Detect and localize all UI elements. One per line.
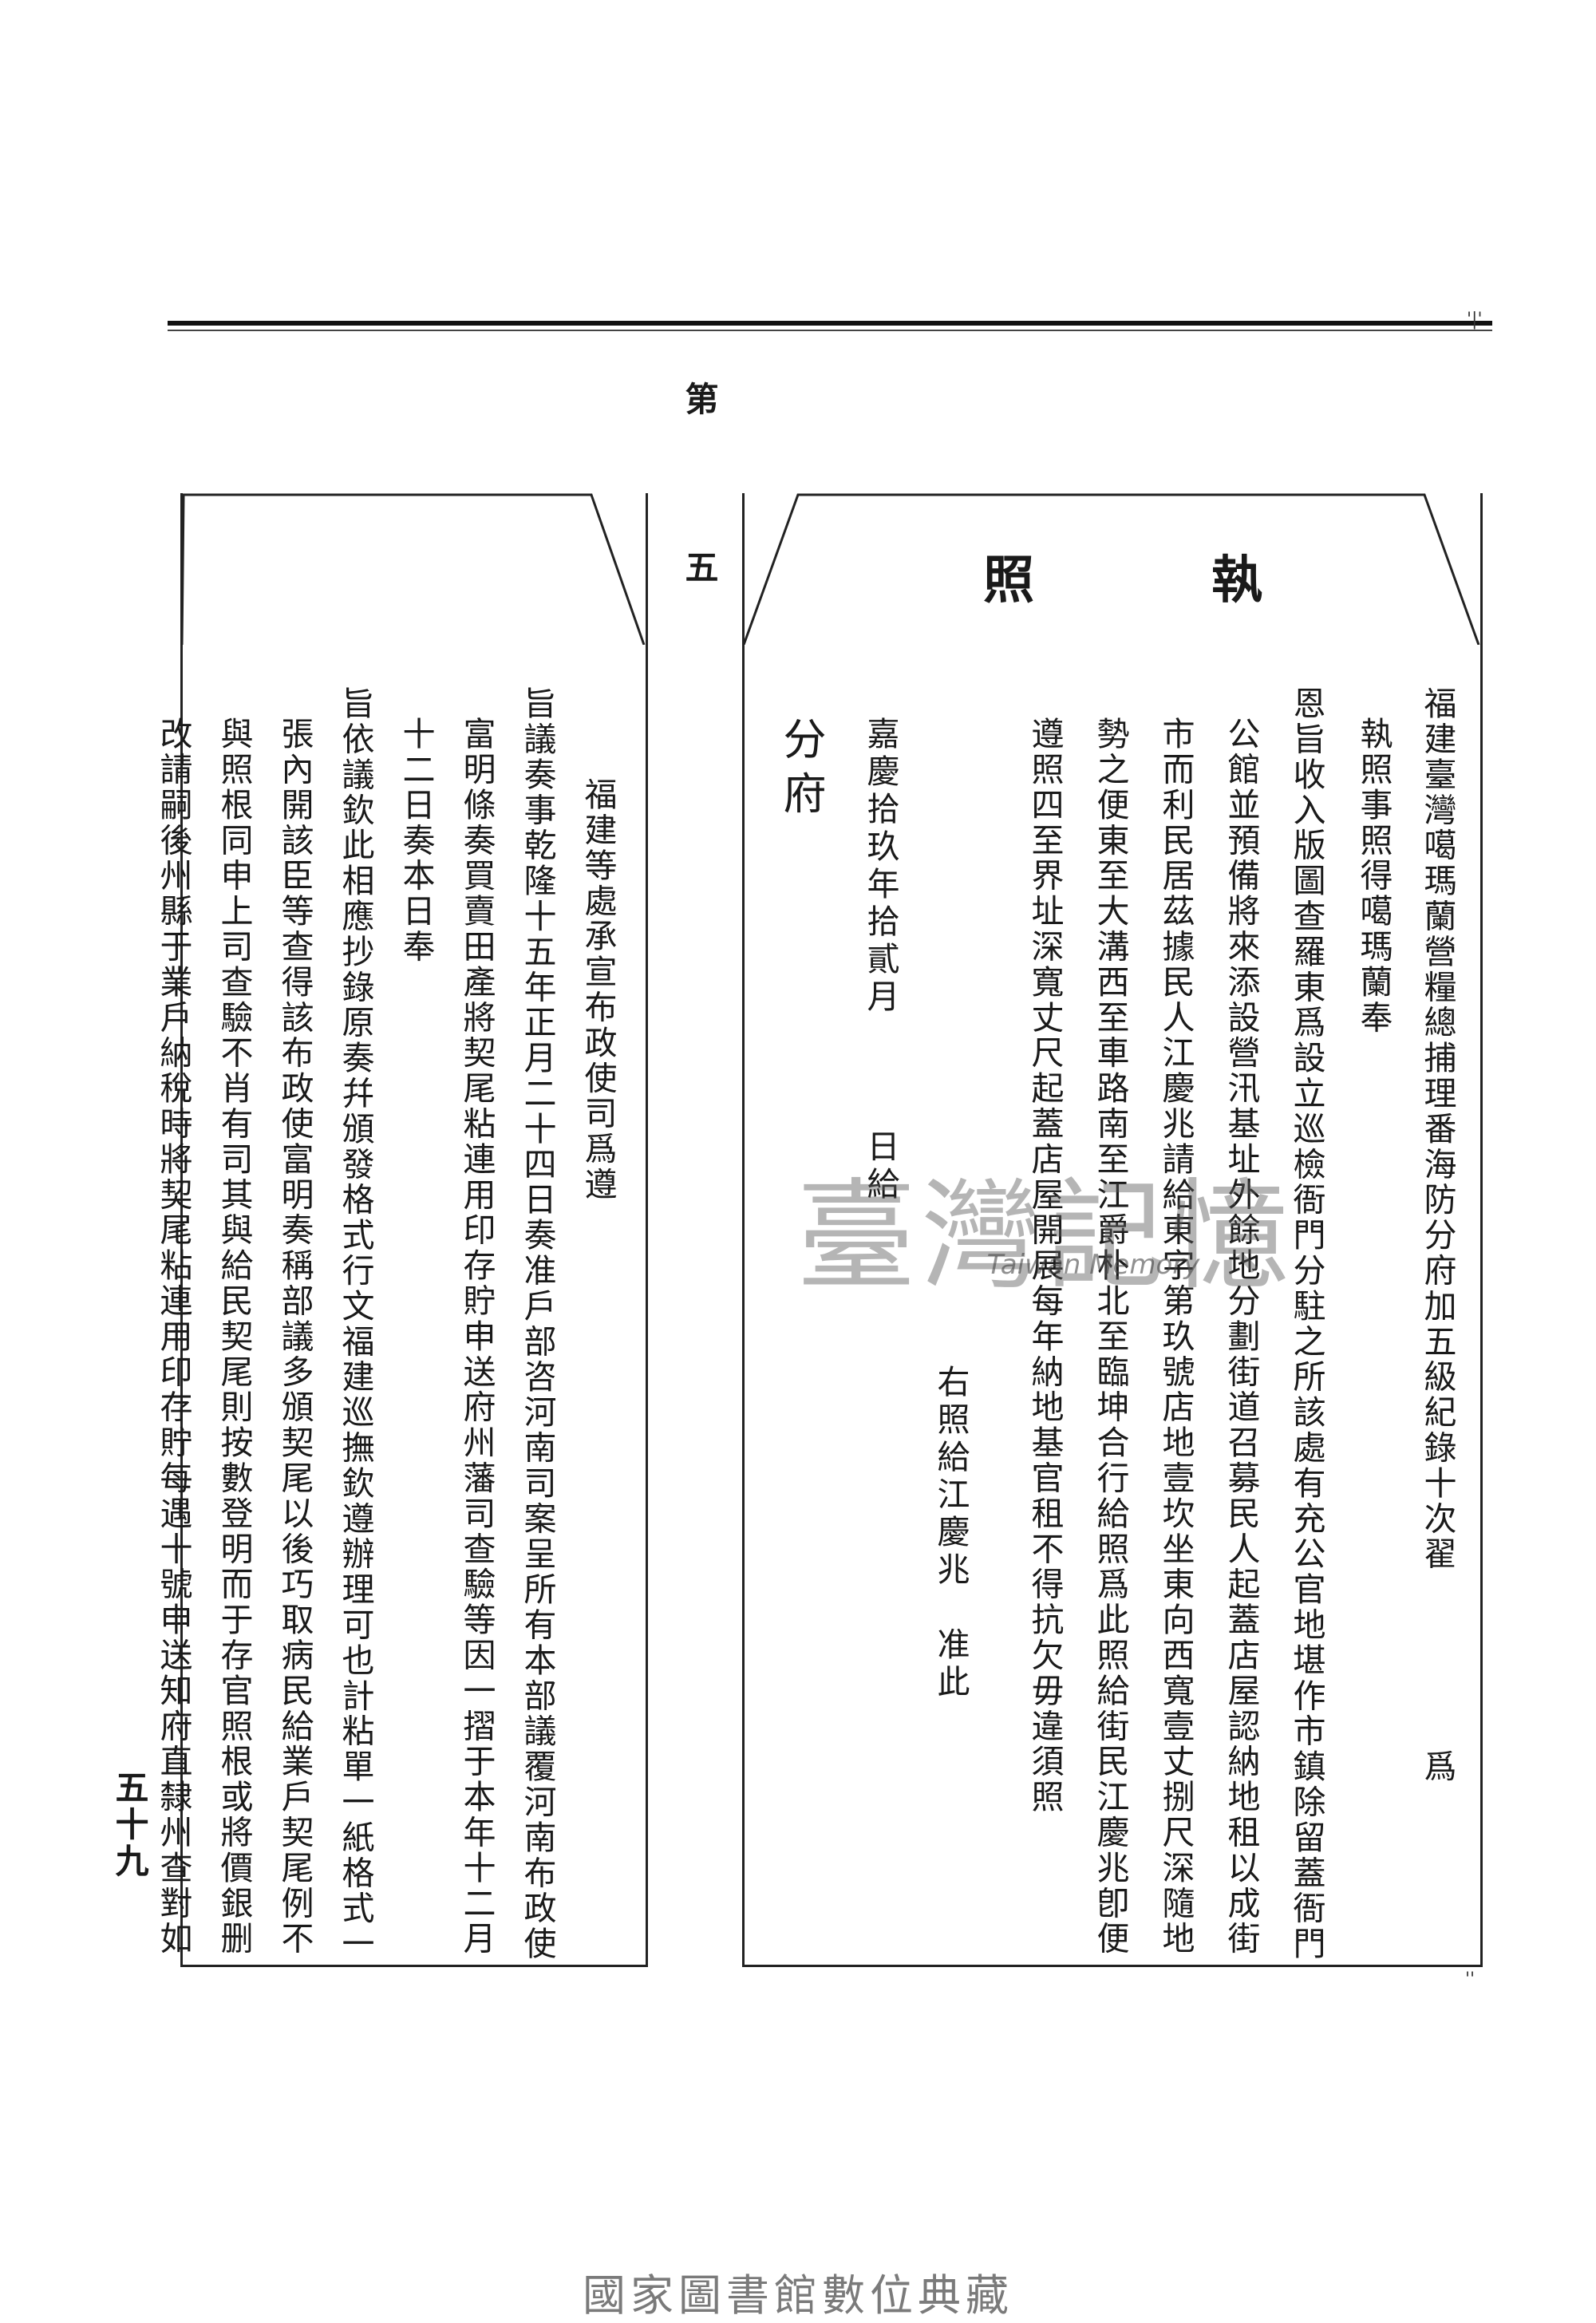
license-recipient: 右照給江慶兆 准此 bbox=[931, 1365, 970, 1702]
deed-line-7: 與照根同申上司查驗不肖有司其與給民契尾則按數登明而于存官照根或將價銀删 bbox=[215, 717, 253, 1957]
license-line-4: 公館並預備將來添設營汛基址外餘地分劃街道召募民人起蓋店屋認納地租以成街 bbox=[1222, 717, 1260, 1957]
chapter-label: 第 五 bbox=[680, 381, 719, 631]
license-line-7: 遵照四至界址深寬丈尺起蓋店屋開展每年納地基官租不得抗欠毋違須照 bbox=[1025, 717, 1064, 1815]
deed-line-1: 福建等處承宣布政使司爲遵 bbox=[579, 777, 617, 1203]
deed-line-8: 改請嗣後州縣于業戶納稅時將契尾粘連用印存貯每遇十號申送知府直隸州查對如 bbox=[154, 717, 192, 1957]
license-document-frame bbox=[742, 493, 1483, 1967]
license-line-2: 執照事照得噶瑪蘭奉 bbox=[1354, 717, 1393, 1036]
license-line-5: 市而利民居茲據民人江慶兆請給東字第玖號店地壹坎坐東向西寬壹丈捌尺深隨地 bbox=[1156, 717, 1195, 1957]
license-line-6: 勢之便東至大溝西至車路南至江爵朴北至臨坤合行給照爲此照給街民江慶兆卽便 bbox=[1091, 717, 1129, 1957]
license-line-1: 福建臺灣噶瑪蘭營糧總捕理番海防分府加五級紀錄十次翟 爲 bbox=[1418, 686, 1456, 1785]
archive-footer: 國家圖書館數位典藏 bbox=[583, 2270, 1013, 2321]
deed-line-2: 旨議奏事乾隆十五年正月二十四日奏准戶部咨河南司案呈所有本部議覆河南布政使 bbox=[518, 686, 556, 1962]
license-document-header-shape bbox=[742, 493, 1480, 645]
license-title-char-1: 執 bbox=[1211, 551, 1262, 610]
deed-line-4: 十二日奏本日奉 bbox=[397, 717, 435, 965]
license-date: 嘉慶拾玖年拾貳月 日給 bbox=[861, 717, 899, 1204]
license-title-char-2: 照 bbox=[983, 551, 1034, 610]
page-number: 五十九 bbox=[110, 1770, 149, 1880]
deed-document-header-shape bbox=[180, 493, 646, 645]
deed-line-3: 富明條奏買賣田產將契尾粘連用印存貯申送府州藩司查驗等因一摺于本年十二月 bbox=[457, 717, 496, 1957]
license-line-3: 恩旨收入版圖查羅東爲設立巡檢衙門分駐之所該處有充公官地堪作市鎮除留蓋衙門 bbox=[1287, 686, 1325, 1962]
top-rule-thin bbox=[168, 330, 1492, 331]
license-issuer: 分府 bbox=[776, 717, 826, 825]
edge-mark: '|' bbox=[1467, 310, 1483, 330]
deed-line-5: 旨依議欽此相應抄錄原奏幷頒發格式行文福建巡撫欽遵辦理可也計粘單一紙格式一 bbox=[336, 686, 374, 1962]
top-rule bbox=[168, 321, 1492, 326]
edge-mark: '' bbox=[1465, 1969, 1476, 1989]
deed-document-frame bbox=[180, 493, 648, 1967]
deed-line-6: 張內開該臣等查得該布政使富明奏稱部議多頒契尾以後巧取病民給業戶契尾例不 bbox=[275, 717, 314, 1957]
